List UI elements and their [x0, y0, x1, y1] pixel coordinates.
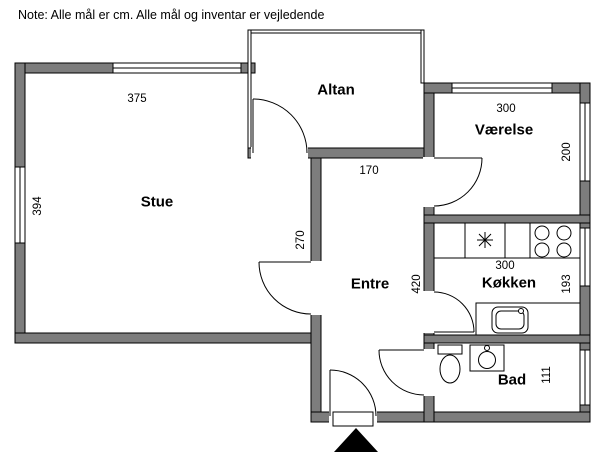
toilet-icon	[437, 344, 463, 384]
bathroom-fixtures	[437, 344, 505, 384]
dimension-entre-depth: 420	[411, 274, 423, 294]
window-koekken-east	[579, 227, 591, 287]
opening-bad	[423, 349, 435, 396]
wall-vaerelse-koekken	[423, 214, 591, 224]
kitchen-counter-dividers	[464, 223, 531, 258]
window-vaerelse-north	[451, 82, 553, 94]
opening-vaerelse	[423, 157, 435, 207]
opening-altan	[251, 147, 308, 159]
kitchen-sink-icon	[491, 306, 529, 334]
dimension-stue-entre-wall: 270	[295, 230, 307, 250]
altan-railing-east	[420, 29, 425, 84]
altan-railing-west	[247, 29, 252, 149]
room-label-vaerelse: Værelse	[474, 121, 534, 139]
altan-railing	[247, 29, 425, 149]
room-label-koekken: Køkken	[481, 274, 537, 292]
room-label-entre: Entre	[350, 275, 390, 293]
doors	[252, 98, 483, 417]
door-stue	[258, 261, 312, 315]
dimension-stue-width: 375	[127, 93, 147, 105]
opening-koekken	[423, 291, 435, 333]
stove-burners-icon	[534, 225, 572, 258]
wall-koekken-bad	[423, 334, 591, 344]
note-text: Note: Alle mål er cm. Alle mål og invent…	[18, 8, 325, 22]
entrance-arrow-icon	[334, 428, 378, 452]
kitchen-appliance-symbol	[477, 232, 493, 248]
altan-railing-north	[247, 29, 425, 34]
door-altan	[252, 98, 308, 154]
opening-stue	[310, 261, 322, 315]
door-koekken	[433, 291, 475, 333]
window-stue-west	[14, 166, 26, 244]
room-label-altan: Altan	[317, 81, 355, 99]
window-bad-east	[579, 349, 591, 406]
dimension-koekken-width: 300	[495, 260, 515, 272]
dimension-stue-depth: 394	[32, 196, 44, 216]
dimension-koekken-depth: 193	[561, 274, 573, 294]
door-front	[329, 369, 377, 417]
door-vaerelse	[433, 157, 483, 207]
room-label-stue: Stue	[140, 193, 174, 211]
windows	[14, 62, 591, 406]
entrance-step	[332, 411, 374, 427]
window-stue-north	[112, 62, 242, 74]
washbasin-icon	[469, 344, 505, 372]
room-label-bad: Bad	[497, 371, 527, 389]
dimension-bad-depth: 111	[541, 366, 553, 384]
wall-south	[310, 411, 591, 423]
wall-stue-south	[14, 332, 322, 344]
dimension-entre-width: 170	[359, 165, 379, 177]
dimension-vaerelse-depth: 200	[561, 142, 573, 162]
kitchen-counter-top	[433, 222, 581, 259]
door-openings	[251, 147, 435, 423]
dimension-vaerelse-width: 300	[496, 103, 516, 115]
window-vaerelse-east	[579, 102, 591, 182]
kitchen-fixtures	[433, 222, 581, 336]
door-bad	[378, 349, 425, 396]
